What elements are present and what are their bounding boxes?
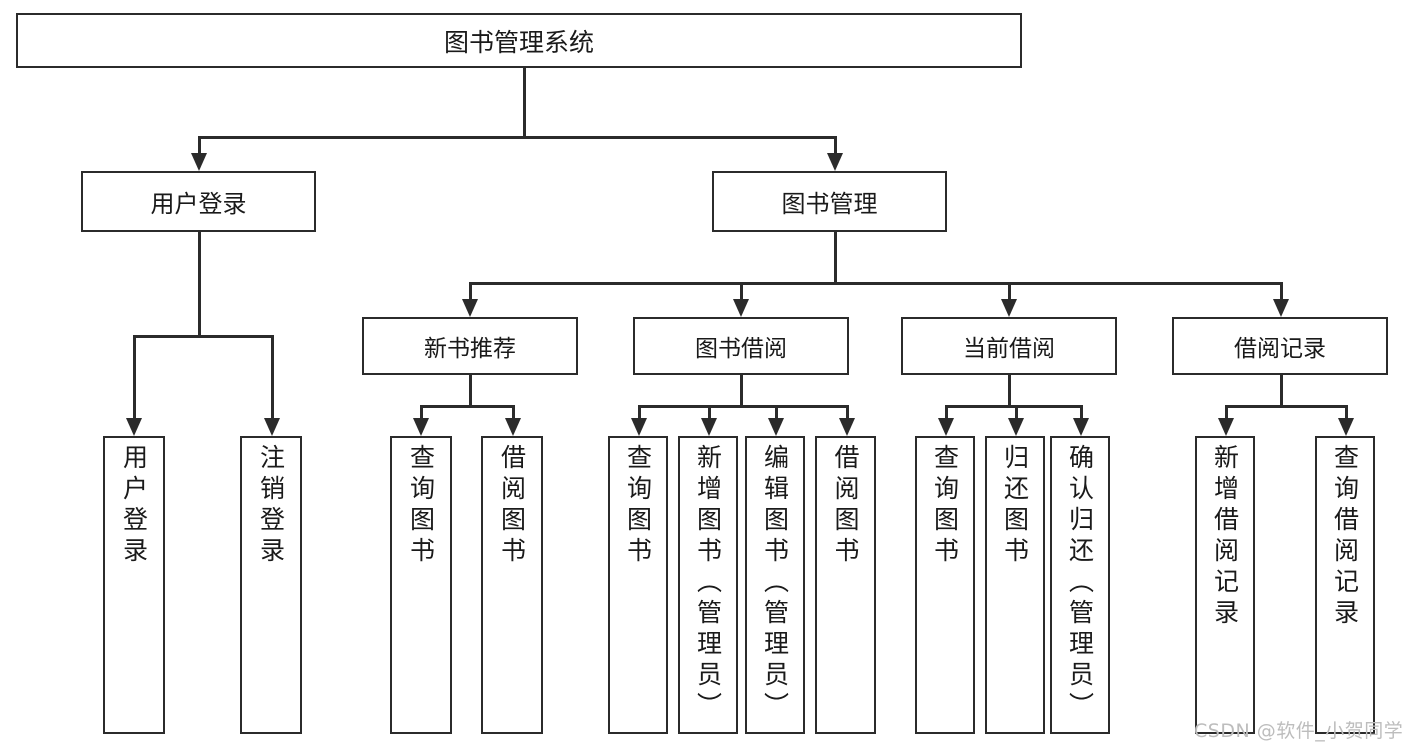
- connector-drop-book-borrow-3: [846, 405, 849, 422]
- connector-bus-book-manage: [469, 282, 1280, 285]
- node-book-borrow-label: 图书借阅: [695, 336, 787, 362]
- connector-bus-new-book-recommend: [420, 405, 512, 408]
- node-leaf-query-book-2[interactable]: 查询图书: [608, 436, 668, 734]
- node-borrow-record-label: 借阅记录: [1234, 336, 1326, 362]
- watermark-label: CSDN @软件_小贺同学: [1194, 720, 1404, 742]
- connector-drop-book-manage-0: [469, 282, 472, 303]
- node-leaf-add-borrow-record-label: 新增借阅记录: [1210, 444, 1240, 630]
- arrowhead-borrow-record-0: [1218, 418, 1235, 436]
- connector-drop-current-borrow-2: [1080, 405, 1083, 422]
- node-leaf-add-book[interactable]: 新增图书（管理员）: [678, 436, 738, 734]
- node-leaf-confirm-return[interactable]: 确认归还（管理员）: [1050, 436, 1110, 734]
- node-current-borrow-label: 当前借阅: [963, 336, 1055, 362]
- node-leaf-query-book-1-label: 查询图书: [406, 444, 436, 568]
- arrowhead-book-manage-3: [1273, 299, 1290, 317]
- arrowhead-book-manage-0: [462, 299, 479, 317]
- connector-drop-root-1: [834, 136, 837, 157]
- node-leaf-borrow-book-2-label: 借阅图书: [831, 444, 860, 568]
- connector-drop-borrow-record-0: [1225, 405, 1228, 422]
- connector-stem-book-manage: [834, 232, 837, 282]
- arrowhead-root-0: [191, 153, 208, 171]
- arrowhead-book-borrow-3: [839, 418, 856, 436]
- connector-drop-current-borrow-1: [1015, 405, 1018, 422]
- connector-drop-book-manage-2: [1008, 282, 1011, 303]
- arrowhead-current-borrow-2: [1073, 418, 1090, 436]
- arrowhead-book-borrow-0: [631, 418, 648, 436]
- node-new-book-recommend-label: 新书推荐: [424, 336, 516, 362]
- connector-drop-book-borrow-2: [775, 405, 778, 422]
- connector-stem-user-login: [198, 232, 201, 335]
- connector-drop-new-book-recommend-0: [420, 405, 423, 422]
- arrowhead-book-manage-1: [733, 299, 750, 317]
- node-leaf-query-book-3-label: 查询图书: [930, 444, 960, 568]
- connector-drop-book-borrow-1: [708, 405, 711, 422]
- node-leaf-user-login-label: 用户登录: [119, 444, 149, 568]
- node-book-manage-label: 图书管理: [781, 190, 878, 218]
- connector-stem-new-book-recommend: [469, 375, 472, 405]
- node-current-borrow[interactable]: 当前借阅: [901, 317, 1117, 375]
- arrowhead-book-manage-2: [1001, 299, 1018, 317]
- connector-drop-current-borrow-0: [945, 405, 948, 422]
- connector-bus-borrow-record: [1225, 405, 1345, 408]
- arrowhead-current-borrow-1: [1008, 418, 1025, 436]
- node-leaf-user-login[interactable]: 用户登录: [103, 436, 165, 734]
- node-leaf-add-borrow-record[interactable]: 新增借阅记录: [1195, 436, 1255, 734]
- node-book-borrow[interactable]: 图书借阅: [633, 317, 849, 375]
- node-root-label: 图书管理系统: [443, 27, 594, 57]
- node-leaf-logout-login-label: 注销登录: [256, 444, 286, 568]
- connector-stem-current-borrow: [1008, 375, 1011, 405]
- node-leaf-borrow-book-1-label: 借阅图书: [497, 444, 527, 568]
- arrowhead-user-login-1: [264, 418, 281, 436]
- connector-drop-root-0: [198, 136, 201, 157]
- node-leaf-return-book[interactable]: 归还图书: [985, 436, 1045, 734]
- connector-bus-book-borrow: [638, 405, 846, 408]
- node-leaf-query-book-1[interactable]: 查询图书: [390, 436, 452, 734]
- connector-drop-new-book-recommend-1: [512, 405, 515, 422]
- arrowhead-new-book-recommend-1: [505, 418, 522, 436]
- node-leaf-edit-book-label: 编辑图书（管理员）: [760, 444, 790, 723]
- connector-stem-borrow-record: [1280, 375, 1283, 405]
- node-book-manage[interactable]: 图书管理: [712, 171, 947, 232]
- node-leaf-query-borrow-record-label: 查询借阅记录: [1330, 444, 1360, 630]
- node-leaf-return-book-label: 归还图书: [1000, 444, 1030, 568]
- arrowhead-root-1: [827, 153, 844, 171]
- connector-drop-book-borrow-0: [638, 405, 641, 422]
- arrowhead-book-borrow-2: [768, 418, 785, 436]
- connector-drop-book-manage-1: [740, 282, 743, 303]
- node-leaf-query-book-2-label: 查询图书: [623, 444, 653, 568]
- node-leaf-confirm-return-label: 确认归还（管理员）: [1065, 444, 1095, 723]
- node-leaf-borrow-book-2[interactable]: 借阅图书: [815, 436, 876, 734]
- arrowhead-current-borrow-0: [938, 418, 955, 436]
- node-leaf-logout-login[interactable]: 注销登录: [240, 436, 302, 734]
- connector-bus-user-login: [133, 335, 271, 338]
- arrowhead-user-login-0: [126, 418, 143, 436]
- node-user-login[interactable]: 用户登录: [81, 171, 316, 232]
- connector-bus-root: [198, 136, 835, 139]
- arrowhead-new-book-recommend-0: [413, 418, 430, 436]
- arrowhead-book-borrow-1: [701, 418, 718, 436]
- arrowhead-borrow-record-1: [1338, 418, 1355, 436]
- connector-drop-user-login-0: [133, 335, 136, 422]
- connector-drop-user-login-1: [271, 335, 274, 422]
- node-root[interactable]: 图书管理系统: [16, 13, 1022, 68]
- node-leaf-edit-book[interactable]: 编辑图书（管理员）: [745, 436, 805, 734]
- node-borrow-record[interactable]: 借阅记录: [1172, 317, 1388, 375]
- connector-drop-book-manage-3: [1280, 282, 1283, 303]
- connector-drop-borrow-record-1: [1345, 405, 1348, 422]
- node-new-book-recommend[interactable]: 新书推荐: [362, 317, 578, 375]
- node-leaf-query-book-3[interactable]: 查询图书: [915, 436, 975, 734]
- node-leaf-borrow-book-1[interactable]: 借阅图书: [481, 436, 543, 734]
- connector-bus-current-borrow: [945, 405, 1080, 408]
- node-user-login-label: 用户登录: [150, 190, 247, 218]
- node-leaf-add-book-label: 新增图书（管理员）: [693, 444, 723, 723]
- connector-stem-book-borrow: [740, 375, 743, 405]
- connector-stem-root: [523, 68, 526, 136]
- node-leaf-query-borrow-record[interactable]: 查询借阅记录: [1315, 436, 1375, 734]
